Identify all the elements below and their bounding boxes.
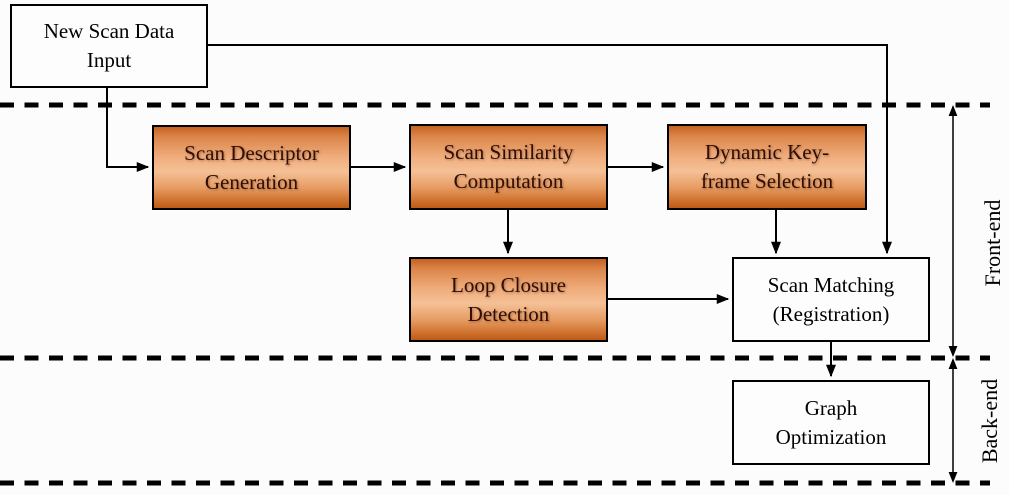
- node-label-line: Generation: [204, 169, 299, 194]
- node-label-line: frame Selection: [700, 169, 834, 193]
- node-loop-closure-detection: Loop Closure Detection: [409, 257, 608, 342]
- node-dynamic-keyframe-selection: Dynamic Key- frame Selection: [667, 124, 867, 210]
- node-label-line: (Registration): [772, 301, 890, 326]
- arrow-newscan-to-scanmatching: [208, 44, 892, 255]
- node-label-line: Computation: [453, 169, 564, 193]
- node-label-line: Scan Matching: [767, 272, 895, 297]
- node-scan-matching-registration: Scan Matching (Registration): [732, 257, 930, 342]
- node-label-line: Loop Closure: [451, 272, 566, 297]
- backend-section-label: Back-end: [977, 378, 1002, 464]
- node-label-line: Graph: [804, 395, 858, 420]
- node-label-line: Detection: [467, 301, 550, 326]
- node-label-line: Optimization: [775, 424, 887, 449]
- node-scan-similarity-computation: Scan Similarity Computation: [409, 124, 608, 210]
- frontend-extent-double-arrow: [948, 105, 958, 357]
- node-label-line: Dynamic Key-: [704, 140, 830, 164]
- node-label-line: Scan Descriptor: [184, 140, 319, 165]
- node-label-line: New Scan Data: [43, 19, 175, 43]
- node-scan-descriptor-generation: Scan Descriptor Generation: [152, 125, 351, 210]
- node-graph-optimization: Graph Optimization: [732, 380, 930, 465]
- node-label-line: Scan Similarity: [443, 140, 574, 164]
- node-new-scan-data-input: New Scan Data Input: [10, 4, 208, 88]
- arrow-newscan-to-descriptor: [106, 88, 150, 172]
- frontend-section-label: Front-end: [980, 199, 1005, 287]
- backend-extent-double-arrow: [948, 358, 958, 483]
- node-label-line: Input: [86, 48, 132, 72]
